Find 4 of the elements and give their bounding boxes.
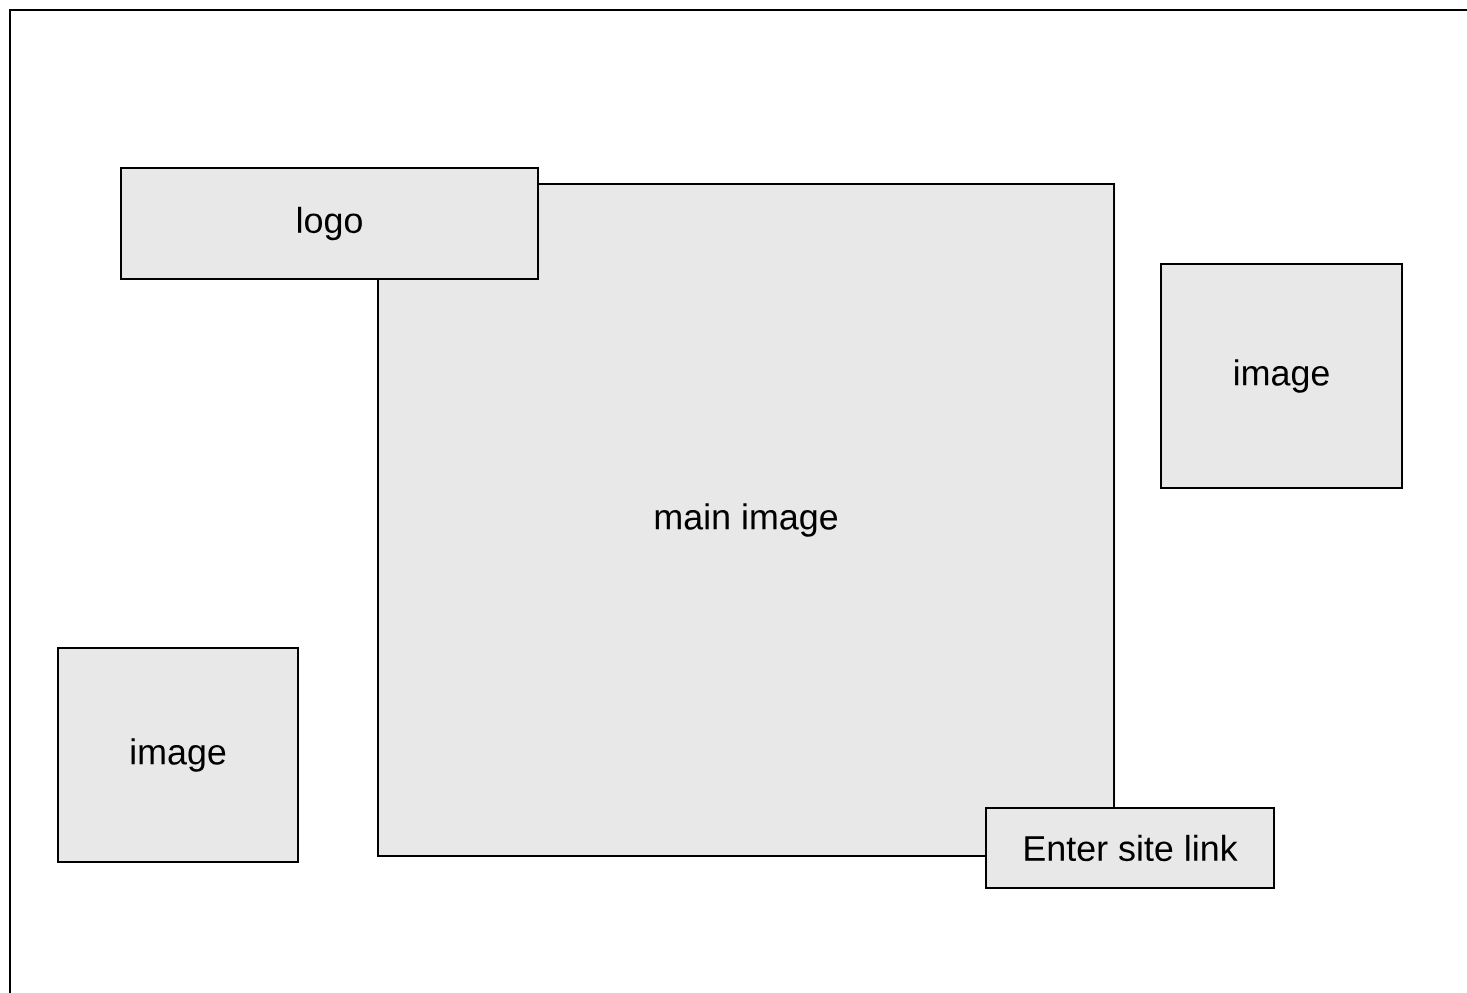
placeholder-box: image	[57, 647, 299, 863]
placeholder-box: image	[1160, 263, 1403, 489]
placeholder-box: Enter site link	[985, 807, 1275, 889]
placeholder-box: logo	[120, 167, 539, 280]
